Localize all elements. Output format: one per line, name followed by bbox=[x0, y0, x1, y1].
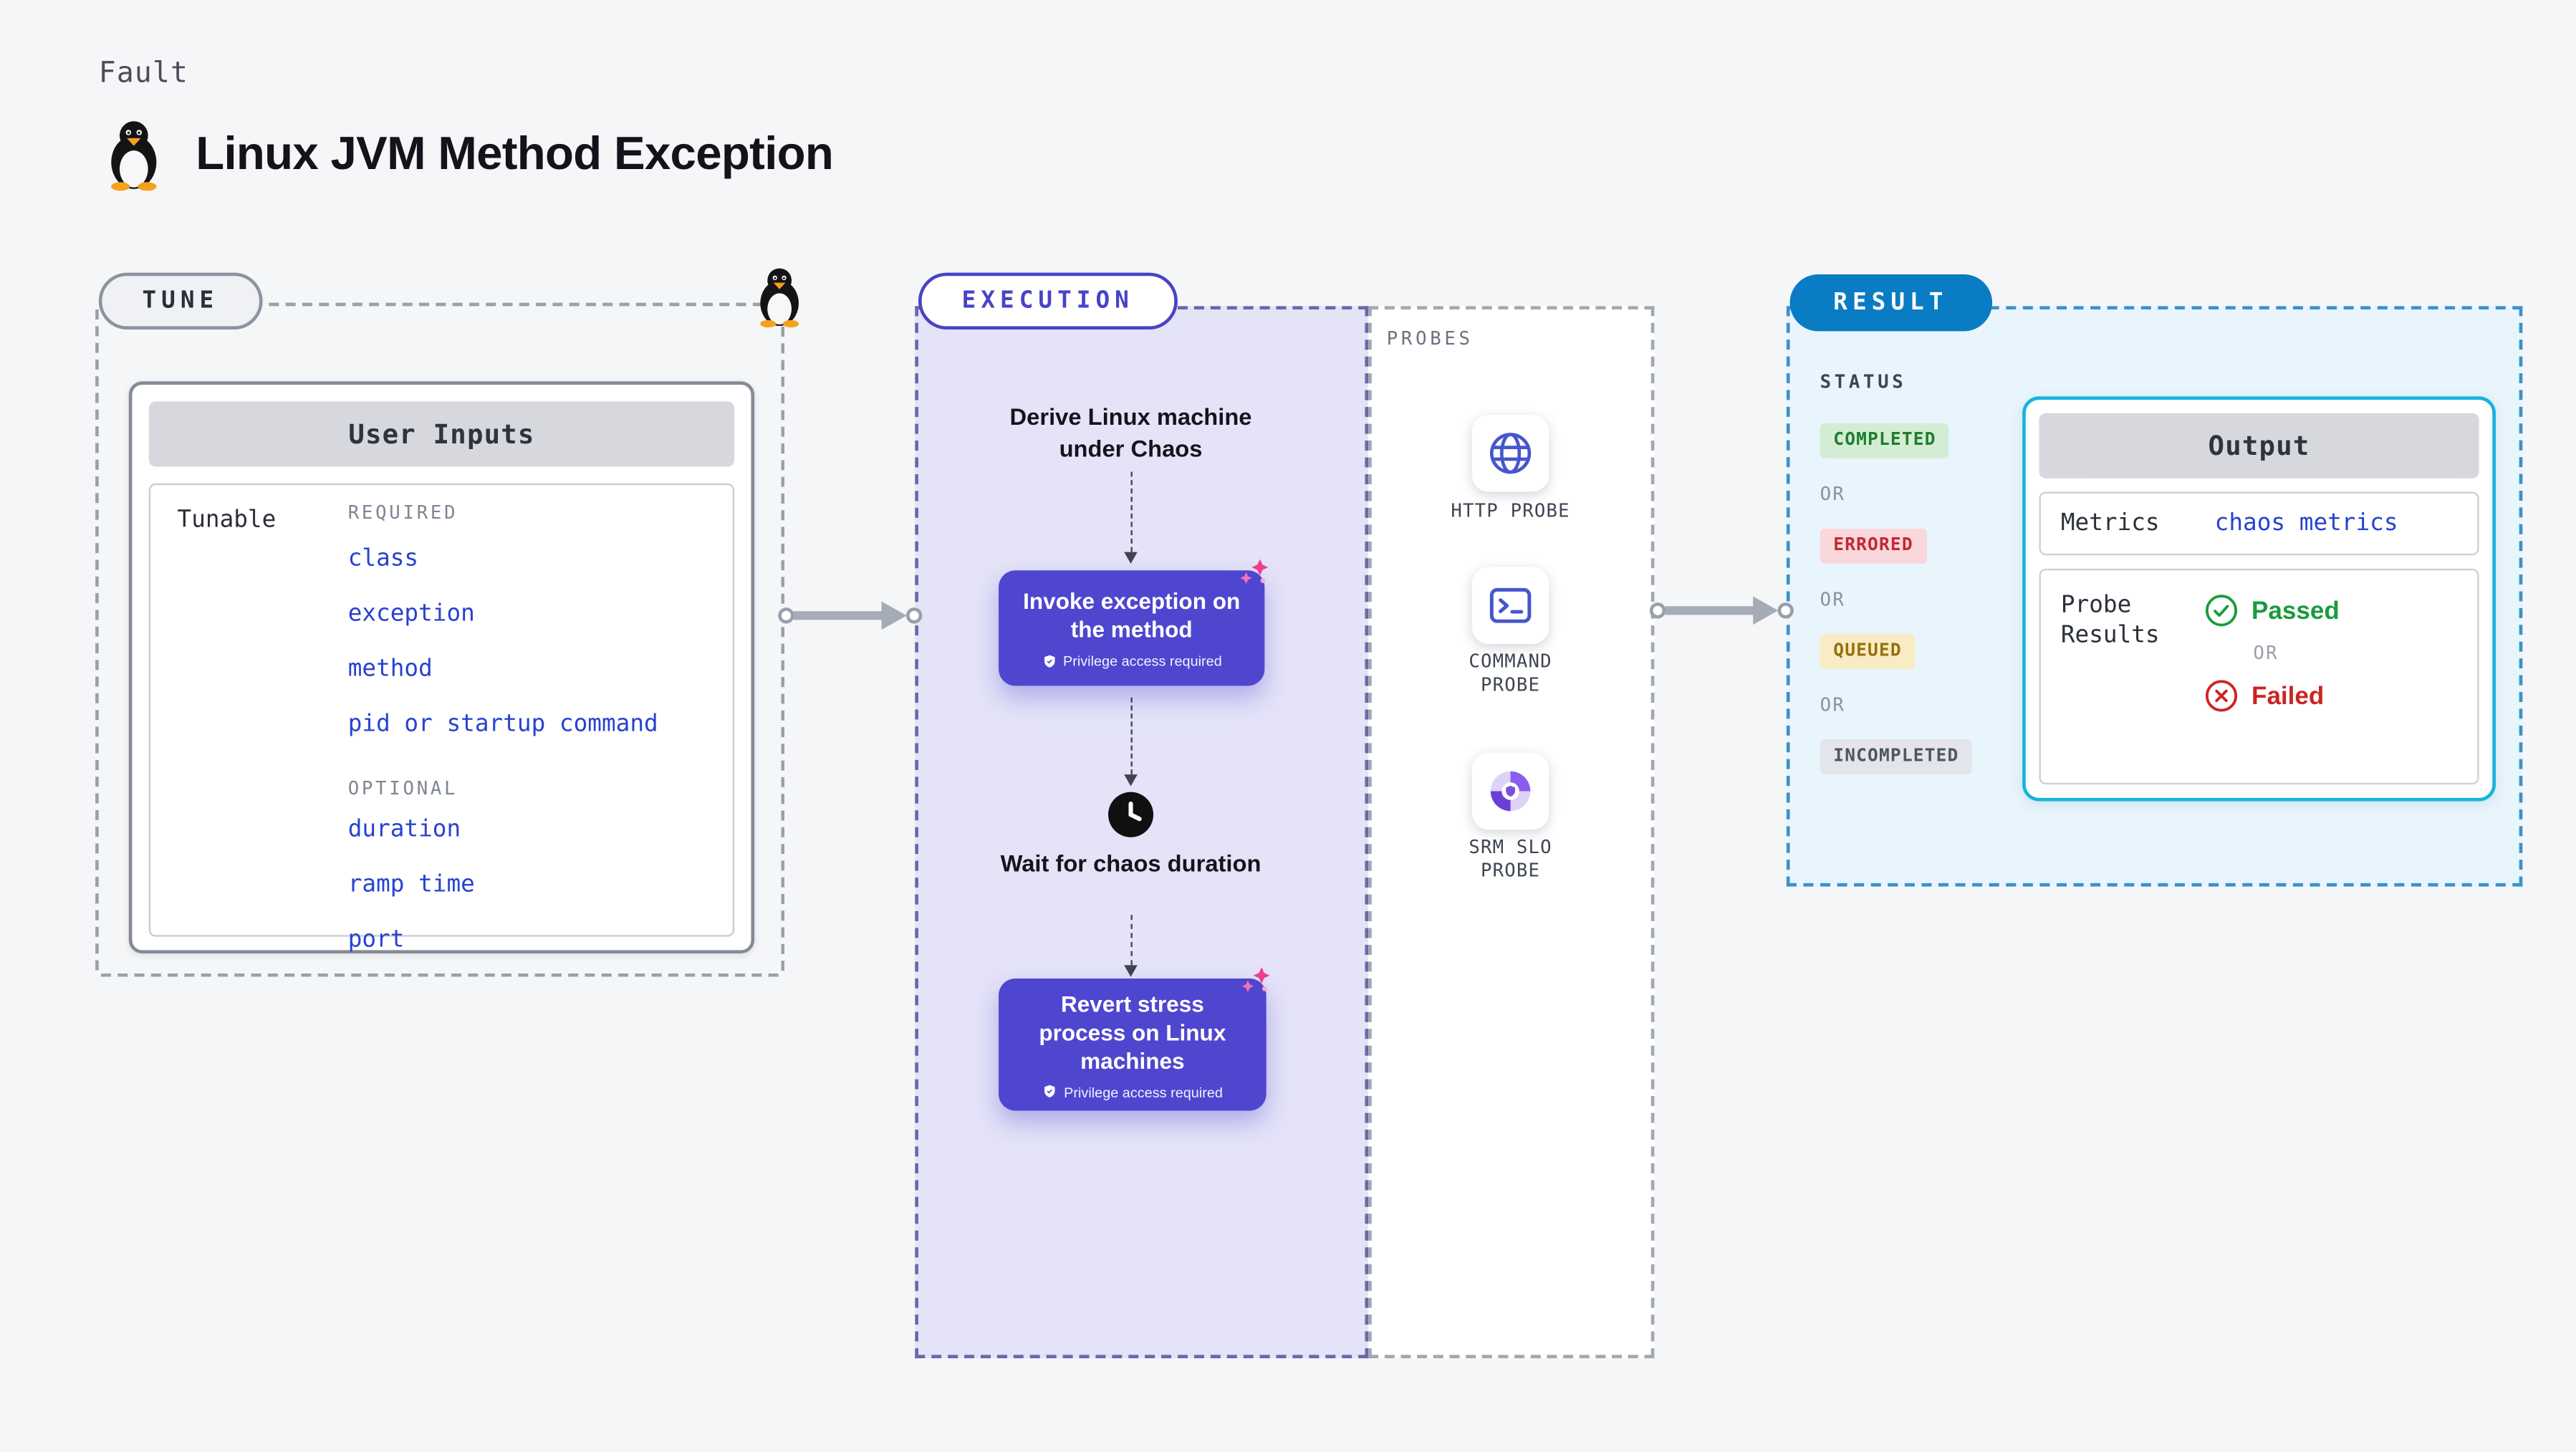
status-badge-errored: ERRORED bbox=[1820, 528, 1927, 564]
param-link-exception[interactable]: exception bbox=[347, 600, 475, 628]
result-panel: STATUS COMPLETED OR ERRORED OR QUEUED OR… bbox=[1786, 306, 2523, 887]
revert-stress-label: Revert stress process on Linux machines bbox=[1039, 991, 1226, 1073]
metrics-row: Metrics chaos metrics bbox=[2039, 491, 2479, 556]
clock-icon bbox=[1106, 789, 1156, 840]
param-link-pid-or-startup-command[interactable]: pid or startup command bbox=[347, 711, 658, 738]
status-badge-completed: COMPLETED bbox=[1820, 423, 1950, 458]
tune-section-box bbox=[95, 302, 785, 977]
derive-step-text: Derive Linux machine under Chaos bbox=[1009, 403, 1252, 462]
fault-kicker: Fault bbox=[98, 57, 189, 91]
result-badge: RESULT bbox=[1789, 274, 1992, 332]
sparkle-icon bbox=[1238, 963, 1274, 1000]
page-title-row: Linux JVM Method Exception bbox=[100, 117, 834, 191]
probes-panel: PROBES HTTP PROBE COMMAND PROBE SRM SLO … bbox=[1368, 306, 1655, 1359]
optional-caption: OPTIONAL bbox=[347, 777, 458, 800]
http-probe-card bbox=[1471, 415, 1549, 492]
shield-icon bbox=[1042, 1084, 1057, 1099]
status-label: STATUS bbox=[1820, 371, 1907, 393]
x-circle-icon bbox=[2205, 679, 2239, 713]
or-separator: OR bbox=[1820, 483, 1846, 506]
flow-connector-down-icon bbox=[1123, 697, 1137, 787]
status-badge-incompleted: INCOMPLETED bbox=[1820, 739, 1973, 775]
or-separator: OR bbox=[1820, 588, 1846, 611]
param-link-method[interactable]: method bbox=[347, 655, 433, 683]
privilege-note: Privilege access required bbox=[1042, 653, 1222, 669]
privilege-note: Privilege access required bbox=[1042, 1083, 1223, 1100]
or-separator: OR bbox=[1820, 694, 1846, 716]
param-link-port[interactable]: port bbox=[347, 926, 405, 954]
user-inputs-header: User Inputs bbox=[148, 401, 735, 467]
or-separator: OR bbox=[2253, 642, 2279, 665]
invoke-exception-label: Invoke exception on the method bbox=[1023, 588, 1241, 643]
check-circle-icon bbox=[2205, 594, 2239, 628]
linux-penguin-icon-small bbox=[751, 264, 807, 328]
probe-verdicts: Passed OR Failed bbox=[2205, 590, 2340, 712]
output-card: Output Metrics chaos metrics Probe Resul… bbox=[2022, 396, 2496, 802]
failed-text: Failed bbox=[2251, 681, 2325, 711]
http-probe-label: HTTP PROBE bbox=[1451, 500, 1570, 522]
verdict-passed: Passed bbox=[2205, 594, 2340, 628]
command-probe-label: COMMAND PROBE bbox=[1469, 650, 1552, 696]
sparkle-icon bbox=[1236, 555, 1273, 592]
srm-slo-probe-card bbox=[1471, 752, 1549, 830]
user-inputs-card: User Inputs Tunable REQUIRED class excep… bbox=[128, 381, 755, 954]
shield-icon bbox=[1042, 653, 1057, 668]
chaos-metrics-link[interactable]: chaos metrics bbox=[2214, 510, 2398, 537]
required-caption: REQUIRED bbox=[347, 501, 458, 524]
flow-connector-down-icon bbox=[1123, 915, 1137, 977]
tunable-params: REQUIRED class exception method pid or s… bbox=[348, 502, 729, 981]
terminal-icon bbox=[1486, 580, 1536, 630]
page-title: Linux JVM Method Exception bbox=[196, 127, 834, 179]
probe-results-row: Probe Results Passed OR Failed bbox=[2039, 568, 2479, 785]
revert-stress-button[interactable]: Revert stress process on Linux machines … bbox=[999, 979, 1267, 1111]
command-probe-card bbox=[1471, 567, 1549, 645]
execution-badge: EXECUTION bbox=[918, 272, 1178, 330]
globe-icon bbox=[1486, 428, 1536, 479]
execution-to-result-arrow-icon bbox=[1644, 589, 1798, 633]
metrics-label: Metrics bbox=[2060, 510, 2160, 537]
output-header: Output bbox=[2039, 413, 2479, 479]
flow-connector-down-icon bbox=[1123, 471, 1137, 564]
tunable-label: Tunable bbox=[177, 506, 277, 534]
slo-pie-icon bbox=[1486, 766, 1536, 816]
status-badge-queued: QUEUED bbox=[1820, 634, 1916, 670]
probes-label: PROBES bbox=[1386, 327, 1474, 350]
param-link-ramp-time[interactable]: ramp time bbox=[347, 871, 475, 898]
user-inputs-body: Tunable REQUIRED class exception method … bbox=[148, 483, 735, 953]
passed-text: Passed bbox=[2251, 596, 2340, 625]
param-link-duration[interactable]: duration bbox=[347, 816, 461, 843]
invoke-exception-button[interactable]: Invoke exception on the method Privilege… bbox=[999, 570, 1265, 686]
verdict-failed: Failed bbox=[2205, 679, 2340, 713]
tune-badge: TUNE bbox=[98, 272, 262, 330]
privilege-note-text: Privilege access required bbox=[1064, 1082, 1223, 1100]
execution-panel: Derive Linux machine under Chaos Invoke … bbox=[915, 306, 1369, 1359]
wait-step-text: Wait for chaos duration bbox=[1000, 850, 1261, 877]
srm-slo-probe-label: SRM SLO PROBE bbox=[1469, 836, 1552, 882]
tune-to-execution-arrow-icon bbox=[773, 594, 927, 638]
privilege-note-text: Privilege access required bbox=[1062, 652, 1222, 670]
param-link-class[interactable]: class bbox=[347, 545, 419, 572]
linux-penguin-icon bbox=[100, 117, 167, 191]
probe-results-label: Probe Results bbox=[2060, 592, 2160, 650]
